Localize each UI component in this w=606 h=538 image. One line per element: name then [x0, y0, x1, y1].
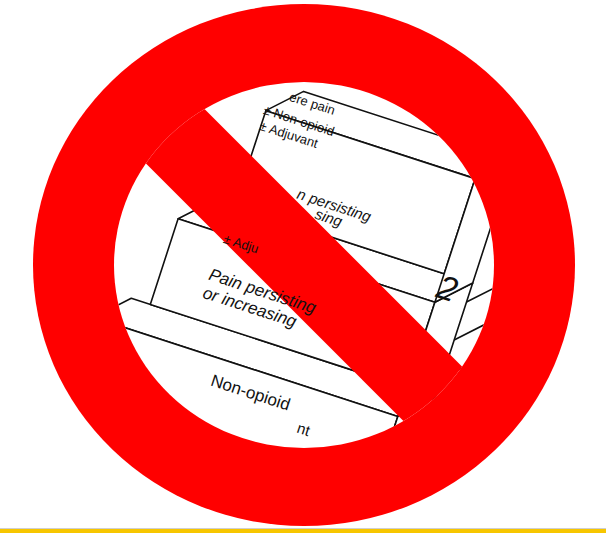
rule-line: [0, 528, 606, 529]
red-bar: [127, 88, 481, 442]
yellow-rule: [0, 529, 606, 533]
